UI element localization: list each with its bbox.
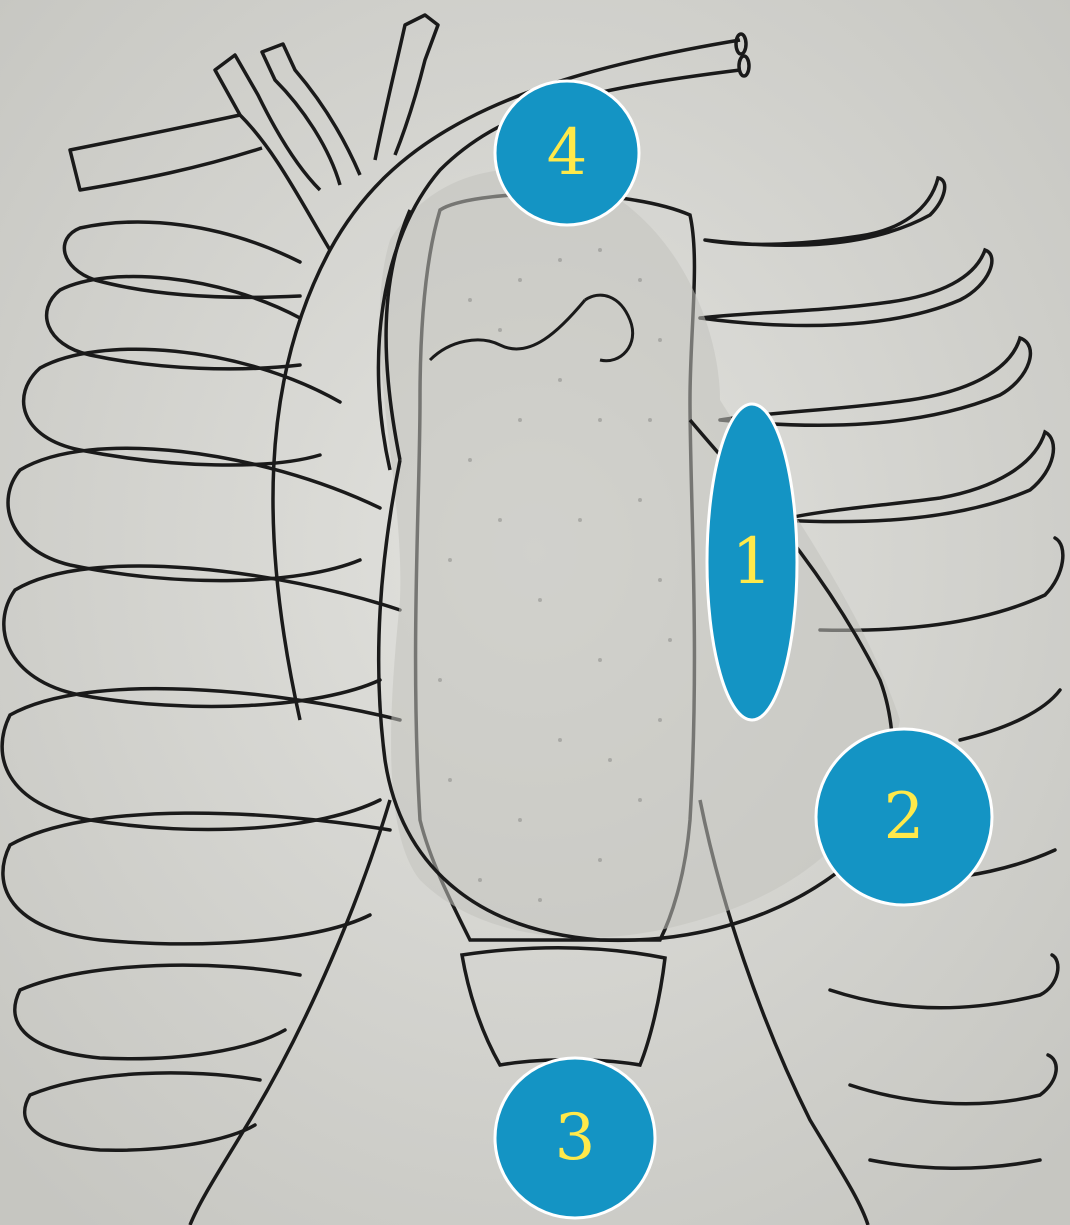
marker-1-label: 1 bbox=[732, 525, 773, 599]
marker-3-label: 3 bbox=[555, 1101, 596, 1175]
marker-1[interactable]: 1 bbox=[707, 404, 797, 720]
marker-2[interactable]: 2 bbox=[816, 729, 992, 905]
marker-4-label: 4 bbox=[547, 116, 588, 190]
marker-3[interactable]: 3 bbox=[495, 1058, 655, 1218]
marker-2-label: 2 bbox=[884, 780, 925, 854]
marker-4[interactable]: 4 bbox=[495, 81, 639, 225]
